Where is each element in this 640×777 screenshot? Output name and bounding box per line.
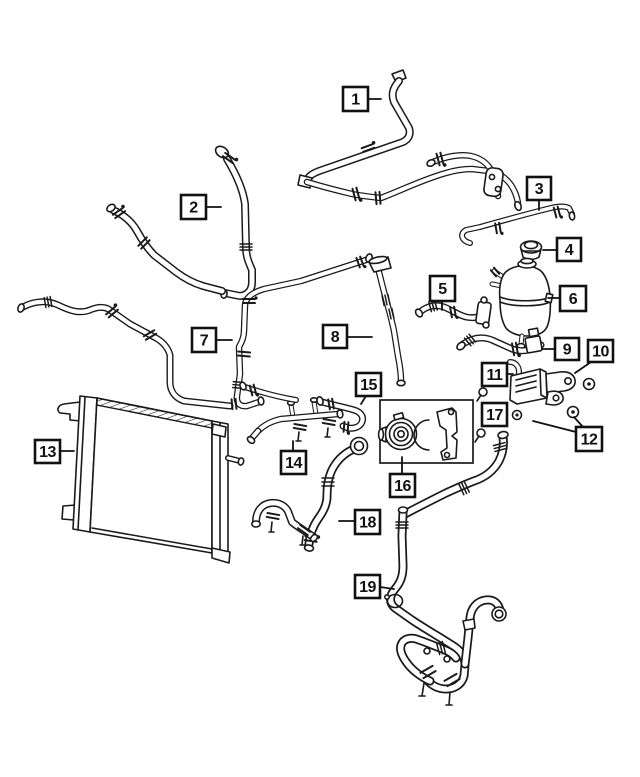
radiator-upper-right-fitting <box>211 423 227 438</box>
callout-9: 9 <box>541 336 581 362</box>
callout-16: 16 <box>388 456 417 499</box>
hose-9 <box>456 327 543 358</box>
callout-box <box>480 401 509 428</box>
washers-12 <box>511 377 596 421</box>
lower-radiator-hose <box>17 295 238 411</box>
callout-box <box>586 338 615 364</box>
callout-leader-line <box>379 586 395 590</box>
callout-19: 19 <box>353 573 395 600</box>
callout-number: 16 <box>394 478 411 495</box>
engine-hose-run <box>307 151 523 212</box>
callout-number: 3 <box>535 181 544 198</box>
hose-5-end-fitting <box>475 296 492 329</box>
screws-17 <box>474 387 488 443</box>
lower-heater-pipe <box>251 503 319 546</box>
hose-7 <box>232 253 373 406</box>
pipe-14 <box>246 396 344 445</box>
callout-6: 6 <box>547 284 588 313</box>
callout-10: 10 <box>574 338 615 374</box>
callout-7: 7 <box>190 326 233 354</box>
callout-box <box>525 175 553 202</box>
callout-number: 7 <box>200 333 209 350</box>
pressure-cap <box>519 240 543 261</box>
callout-number: 13 <box>39 444 56 461</box>
callout-box <box>179 193 208 221</box>
callout-box <box>558 284 588 313</box>
callout-number: 14 <box>285 455 302 472</box>
aux-coolant-pump <box>377 399 474 464</box>
coolant-reservoir <box>489 257 554 350</box>
callout-15: 15 <box>354 371 383 405</box>
callout-number: 1 <box>351 92 360 109</box>
callout-12: 12 <box>532 416 604 453</box>
callout-11: 11 <box>480 361 514 388</box>
callout-number: 4 <box>565 242 574 259</box>
callout-number: 18 <box>359 515 376 532</box>
callout-leader-line <box>360 395 367 405</box>
callout-box <box>354 371 383 398</box>
callout-leader-line <box>574 361 592 374</box>
callout-box <box>353 573 382 600</box>
tube-8 <box>368 255 406 387</box>
callout-number: 2 <box>189 200 198 217</box>
callout-2: 2 <box>179 193 222 221</box>
callout-number: 6 <box>569 291 578 308</box>
callout-box <box>33 438 62 465</box>
callout-box <box>388 472 417 499</box>
hose-2-top-connector <box>214 145 230 159</box>
callout-number: 12 <box>581 432 598 449</box>
hose-9-connector <box>524 335 543 354</box>
callout-1: 1 <box>341 85 382 113</box>
hose-5 <box>414 296 492 329</box>
callout-number: 15 <box>360 377 377 394</box>
callout-number: 8 <box>331 329 340 346</box>
callout-box <box>353 508 382 536</box>
callout-number: 9 <box>563 342 572 359</box>
hose-15 <box>239 381 363 435</box>
callout-4: 4 <box>542 236 583 263</box>
hose-3 <box>462 206 576 243</box>
hose-clamp <box>360 140 376 153</box>
callout-number: 11 <box>487 367 504 384</box>
reservoir-bracket <box>509 368 576 406</box>
callout-box <box>574 425 604 453</box>
pump-bracket <box>436 407 458 461</box>
callout-3: 3 <box>525 175 553 211</box>
callout-box <box>279 449 308 476</box>
callout-8: 8 <box>321 323 373 350</box>
callout-box <box>555 236 583 263</box>
hose-2 <box>106 145 252 299</box>
callout-leader-line <box>573 416 584 428</box>
hose-19-assembly <box>383 430 509 706</box>
callout-number: 10 <box>592 344 609 361</box>
callout-box <box>553 336 581 362</box>
hose-19-clamp-ring <box>386 593 404 609</box>
callout-box <box>190 326 218 354</box>
callout-18: 18 <box>338 508 382 536</box>
callout-number: 5 <box>438 281 447 298</box>
hose-bracket <box>483 166 504 198</box>
callout-13: 13 <box>33 438 75 465</box>
callout-box <box>428 274 457 303</box>
callout-leader-line <box>532 420 577 433</box>
radiator-lower-right-foot <box>211 547 231 564</box>
callout-number: 19 <box>359 579 376 596</box>
callout-box <box>341 85 370 113</box>
callout-14: 14 <box>279 440 308 476</box>
callout-17: 17 <box>480 401 509 428</box>
radiator-upper-left-bracket <box>57 401 82 422</box>
radiator-assembly <box>57 395 245 564</box>
callout-box <box>321 323 349 350</box>
callout-box <box>480 361 509 388</box>
callout-5: 5 <box>428 274 457 311</box>
callout-number: 17 <box>486 407 503 424</box>
